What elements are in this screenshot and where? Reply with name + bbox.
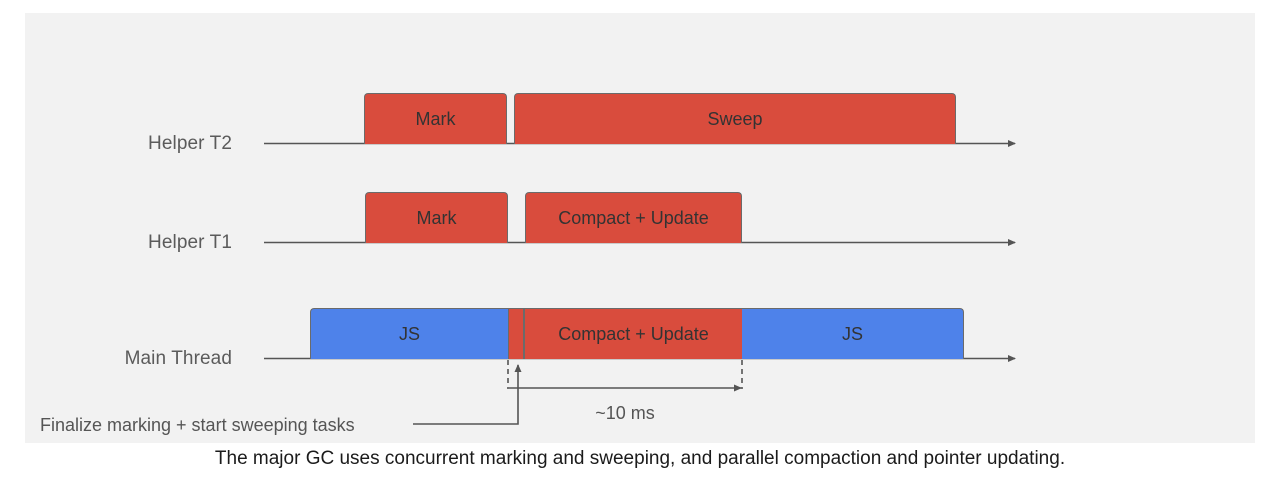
bar-main-thread-finalize[interactable] [508, 308, 524, 359]
finalize-leader-line [413, 364, 522, 425]
bar-main-thread-js-1[interactable]: JS [310, 308, 508, 359]
bar-helper-t1-mark[interactable]: Mark [365, 192, 508, 243]
duration-label: ~10 ms [595, 403, 655, 423]
row-label-main-thread: Main Thread [124, 348, 232, 369]
bar-main-thread-js-2[interactable]: JS [742, 308, 964, 359]
finalize-note: Finalize marking + start sweeping tasks [40, 415, 355, 435]
row-label-helper-t2: Helper T2 [148, 133, 232, 154]
bar-helper-t1-compact-update[interactable]: Compact + Update [525, 192, 742, 243]
bar-helper-t2-sweep[interactable]: Sweep [514, 93, 956, 144]
row-label-helper-t1: Helper T1 [148, 232, 232, 253]
diagram-panel: Helper T2 Helper T1 Main Thread [25, 13, 1255, 443]
figure-caption: The major GC uses concurrent marking and… [214, 448, 1066, 469]
bar-helper-t2-mark[interactable]: Mark [364, 93, 507, 144]
timeline-diagram: Helper T2 Helper T1 Main Thread [25, 13, 1255, 443]
bar-main-thread-compact-update[interactable]: Compact + Update [524, 308, 742, 359]
